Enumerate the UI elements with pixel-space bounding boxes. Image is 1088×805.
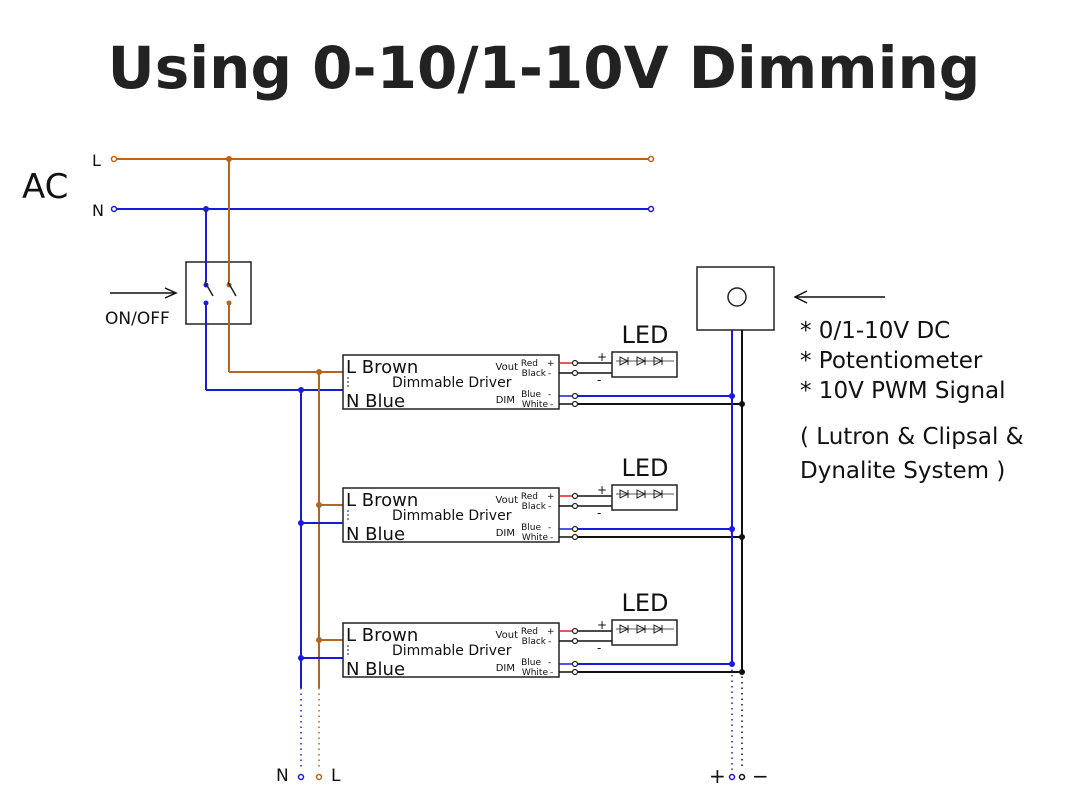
driver-box <box>342 622 560 678</box>
terminal-white <box>571 668 579 676</box>
driver-black-minus: - <box>548 369 551 379</box>
terminal-red <box>571 359 579 367</box>
driver-l-label: L Brown <box>346 625 418 646</box>
driver-white-label: White <box>522 668 549 678</box>
driver-l-label: L Brown <box>346 357 418 378</box>
led-label: LED <box>621 589 668 617</box>
driver-white-minus: - <box>550 668 553 678</box>
bottom-minus-label: − <box>752 764 769 788</box>
led-minus-label: - <box>597 641 601 655</box>
driver-red-plus: + <box>547 492 555 502</box>
note-pwm: * 10V PWM Signal <box>800 378 1006 404</box>
driver-n-label: N Blue <box>346 391 405 412</box>
driver-name: Dimmable Driver <box>392 508 512 524</box>
driver-vout-label: Vout <box>496 630 519 641</box>
driver-red-plus: + <box>547 627 555 637</box>
dimmer-control <box>696 266 775 770</box>
note-systems-2: Dynalite System ) <box>800 458 1005 484</box>
ac-label: AC <box>22 167 68 207</box>
ac-neutral-wire <box>110 205 655 213</box>
ac-line-label: L <box>92 151 101 170</box>
dimmer-arrow-icon <box>793 290 885 304</box>
driver-blue-minus: - <box>548 658 551 668</box>
driver-dim-label: DIM <box>496 663 515 674</box>
led-module <box>611 484 678 511</box>
driver-red-label: Red <box>521 627 538 637</box>
driver-black-minus: - <box>548 502 551 512</box>
note-dc: * 0/1-10V DC <box>800 318 950 344</box>
driver-red-label: Red <box>521 492 538 502</box>
led-label: LED <box>621 454 668 482</box>
driver-vout-label: Vout <box>496 495 519 506</box>
terminal-black <box>571 369 579 377</box>
driver-red-label: Red <box>521 359 538 369</box>
bottom-n-label: N <box>276 766 289 786</box>
led-minus-label: - <box>597 506 601 520</box>
driver-box <box>342 354 560 410</box>
terminal-blue <box>571 392 579 400</box>
driver-black-label: Black <box>522 502 547 512</box>
driver-white-minus: - <box>550 400 553 410</box>
led-plus-label: + <box>597 483 607 497</box>
driver-blue-label: Blue <box>521 658 541 668</box>
led-module <box>611 351 678 378</box>
terminal-red <box>571 492 579 500</box>
led-plus-label: + <box>597 350 607 364</box>
terminal-black <box>571 637 579 645</box>
driver-blue-minus: - <box>548 390 551 400</box>
led-module <box>611 619 678 646</box>
bottom-plus-label: + <box>709 764 726 788</box>
switch-arrow-icon <box>110 287 178 299</box>
driver-dim-label: DIM <box>496 528 515 539</box>
driver-name: Dimmable Driver <box>392 375 512 391</box>
driver-red-plus: + <box>547 359 555 369</box>
driver-white-label: White <box>522 533 549 543</box>
terminal-red <box>571 627 579 635</box>
driver-black-label: Black <box>522 637 547 647</box>
driver-white-label: White <box>522 400 549 410</box>
page-title: Using 0-10/1-10V Dimming <box>108 34 981 102</box>
driver-black-label: Black <box>522 369 547 379</box>
bottom-l-label: L <box>331 766 341 786</box>
terminal-blue <box>571 525 579 533</box>
bottom-terminals: N L + − <box>276 764 769 788</box>
driver-black-minus: - <box>548 637 551 647</box>
driver-box <box>342 487 560 543</box>
led-minus-label: - <box>597 373 601 387</box>
dimmer-knob-icon <box>727 287 747 307</box>
terminal-white <box>571 533 579 541</box>
note-systems-1: ( Lutron & Clipsal & <box>800 424 1024 450</box>
driver-l-label: L Brown <box>346 490 418 511</box>
led-label: LED <box>621 321 668 349</box>
terminal-white <box>571 400 579 408</box>
led-plus-label: + <box>597 618 607 632</box>
driver-blue-label: Blue <box>521 390 541 400</box>
driver-n-label: N Blue <box>346 524 405 545</box>
on-off-switch <box>185 159 252 390</box>
switch-label: ON/OFF <box>105 309 170 329</box>
terminal-black <box>571 502 579 510</box>
note-potentiometer: * Potentiometer <box>800 348 983 374</box>
ac-line-wire <box>110 155 655 163</box>
driver-name: Dimmable Driver <box>392 643 512 659</box>
terminal-blue <box>571 660 579 668</box>
ac-neutral-label: N <box>92 201 104 220</box>
driver-n-label: N Blue <box>346 659 405 680</box>
driver-white-minus: - <box>550 533 553 543</box>
driver-blue-label: Blue <box>521 523 541 533</box>
driver-dim-label: DIM <box>496 395 515 406</box>
driver-blue-minus: - <box>548 523 551 533</box>
driver-vout-label: Vout <box>496 362 519 373</box>
